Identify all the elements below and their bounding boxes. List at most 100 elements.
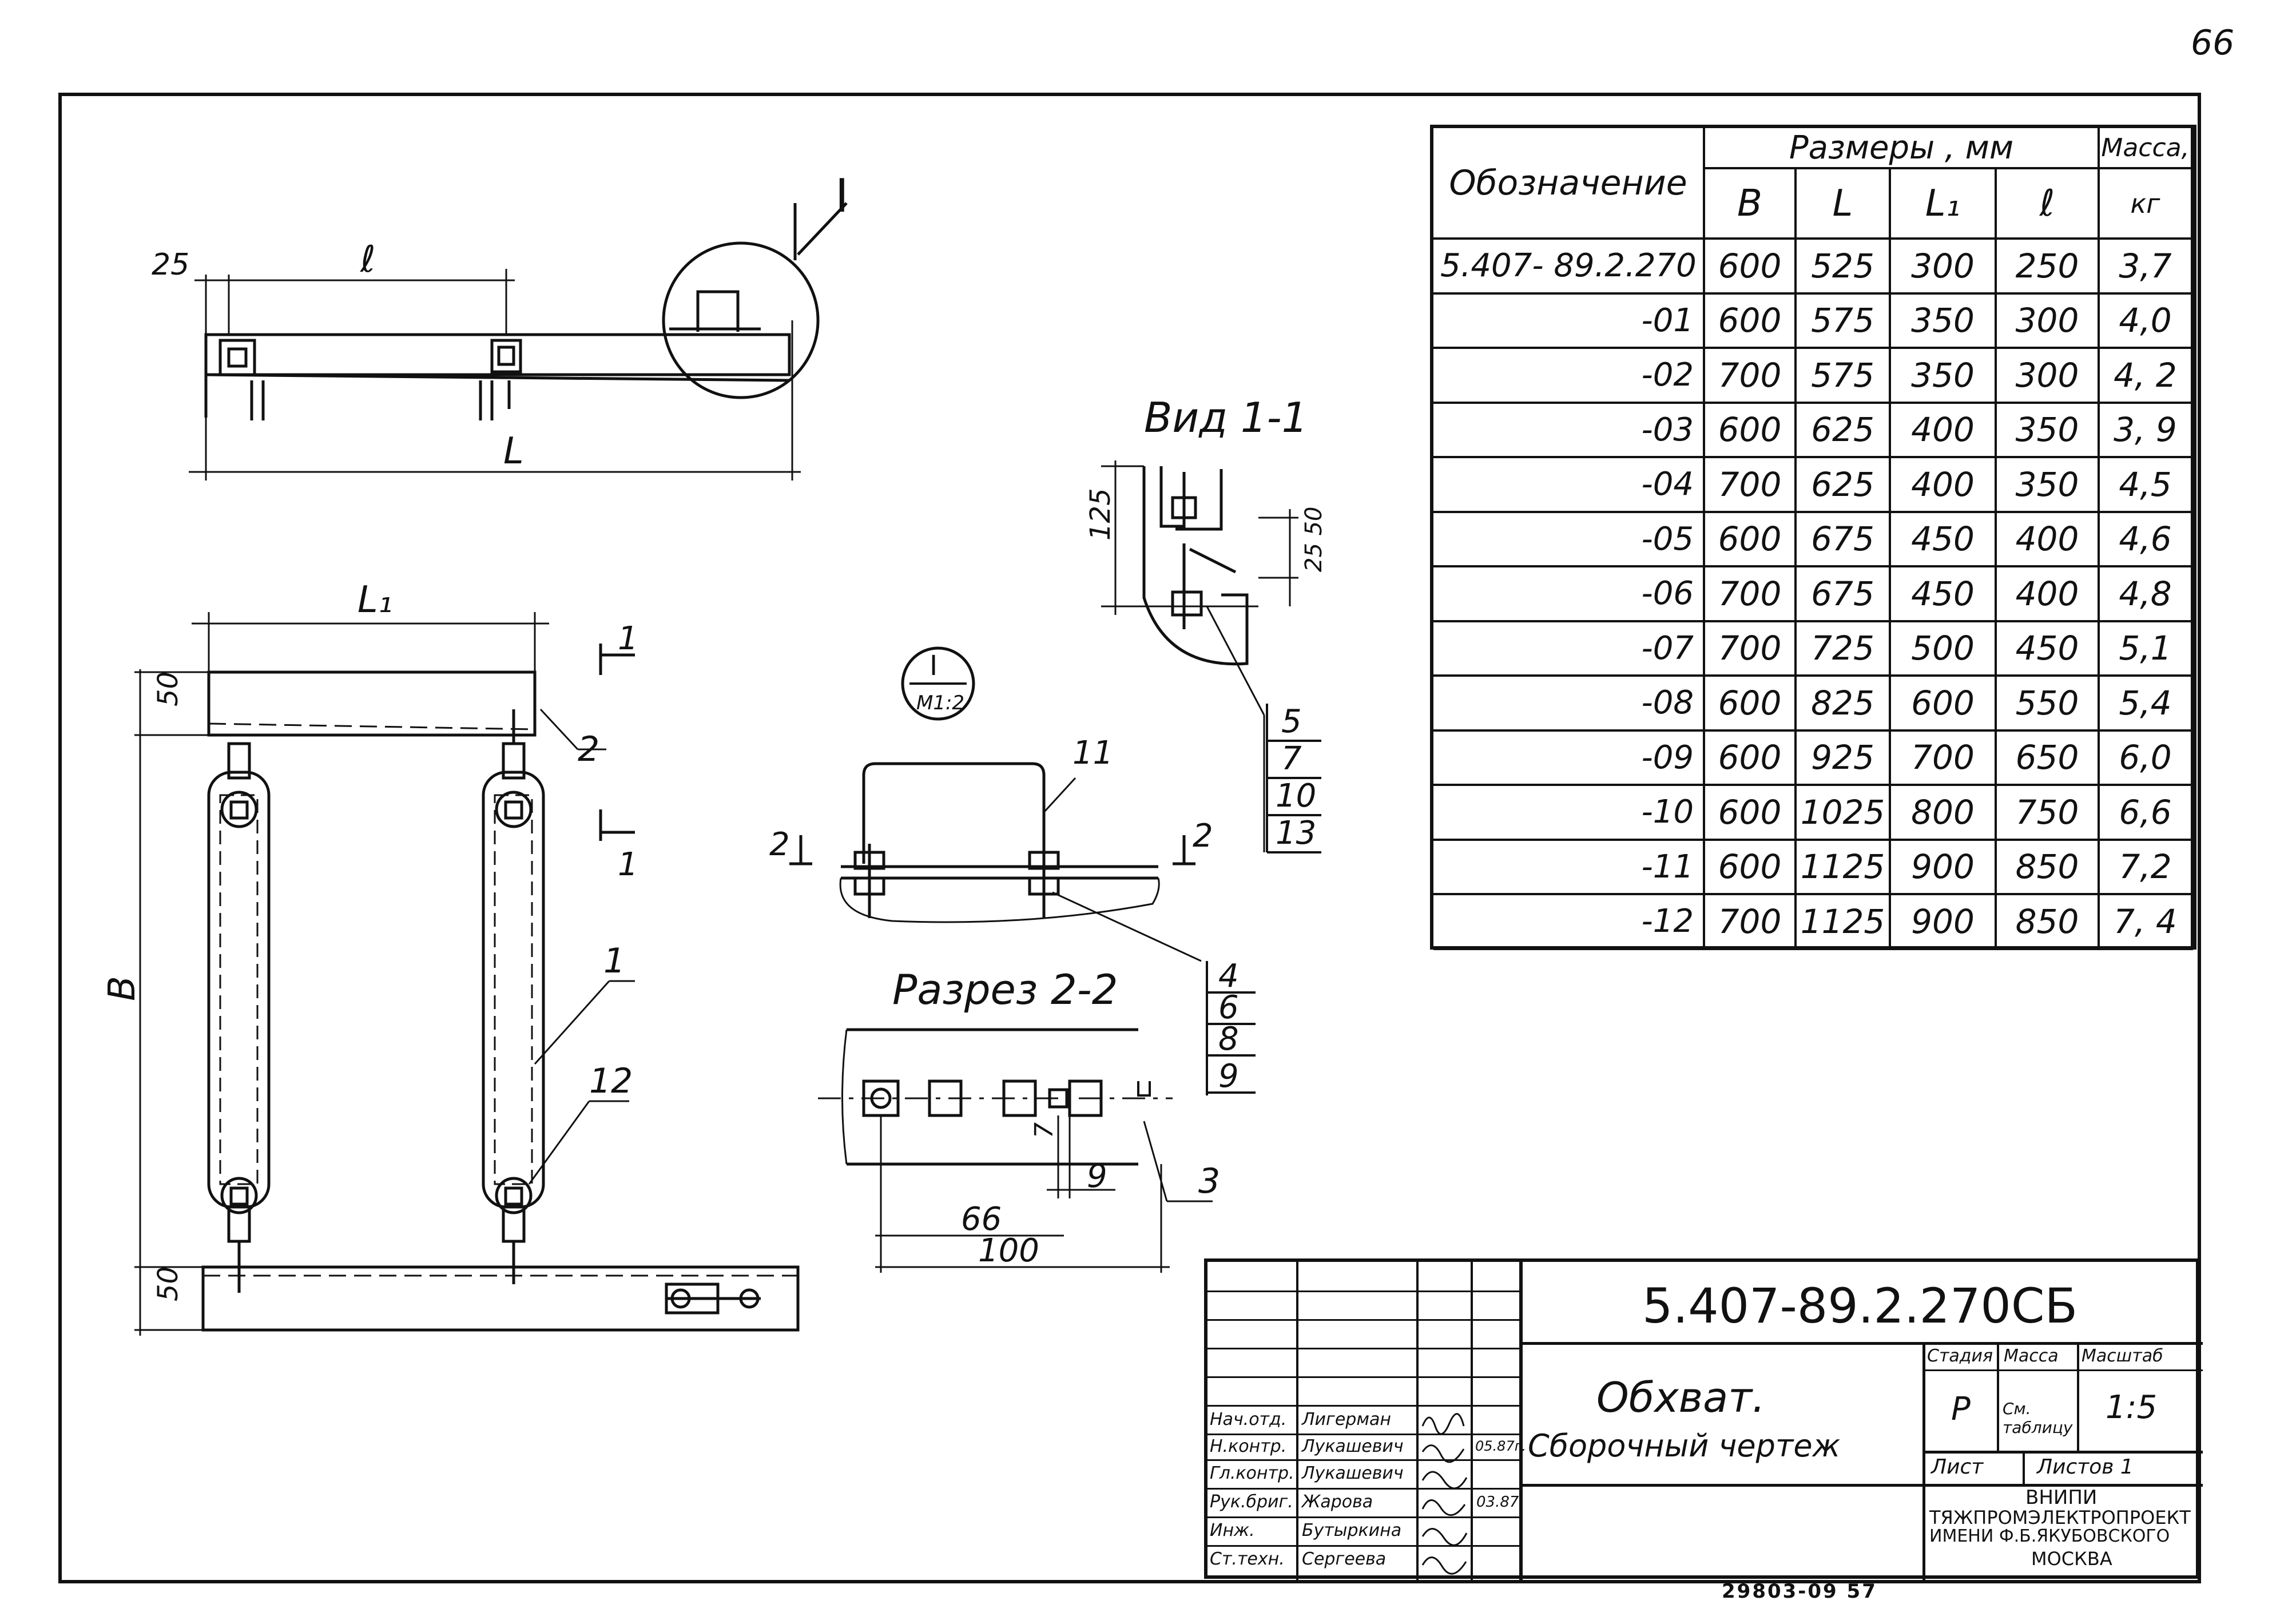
table-cell-mass: 4,0 <box>2100 294 2193 349</box>
table-row-designation: -03 <box>1433 403 1705 458</box>
org-line3: ИМЕНИ Ф.Б.ЯКУБОВСКОГО <box>1929 1526 2170 1546</box>
dim-9-label: 9 <box>1087 1158 1107 1195</box>
mass-label: Масса <box>2004 1346 2059 1366</box>
title-block: 5.407-89.2.270СБ Обхват. Сборочный черте… <box>1204 1258 2203 1582</box>
person-5-role: Ст.техн. <box>1210 1549 1285 1569</box>
table-cell-B: 600 <box>1705 840 1797 895</box>
table-cell-L1: 300 <box>1891 240 1997 295</box>
position-stack-b <box>1206 961 1256 1095</box>
person-1-date: 05.87г. <box>1475 1438 1526 1454</box>
person-3-date: 03.87 <box>1476 1494 1519 1511</box>
stack-a-item-1: 7 <box>1281 740 1302 777</box>
table-cell-L1: 600 <box>1891 677 1997 732</box>
table-cell-mass: 4,5 <box>2100 458 2193 513</box>
position-3-label: 3 <box>1198 1161 1220 1201</box>
table-cell-L1: 700 <box>1891 731 1997 786</box>
table-cell-l: 650 <box>1997 731 2100 786</box>
table-row-designation: -02 <box>1433 349 1705 404</box>
org-line1: ВНИПИ <box>2025 1486 2098 1509</box>
table-cell-L: 575 <box>1797 294 1891 349</box>
person-0-name: Лигерман <box>1302 1409 1391 1430</box>
table-cell-B: 600 <box>1705 403 1797 458</box>
header-col-B: B <box>1705 169 1797 240</box>
person-3-name: Жарова <box>1302 1492 1373 1512</box>
signatures <box>1421 1413 1468 1575</box>
detail-callout-circle <box>662 241 820 399</box>
table-cell-L1: 450 <box>1891 567 1997 622</box>
section-marker-1-bottom: 1 <box>618 846 638 883</box>
stack-a-item-2: 10 <box>1276 777 1316 815</box>
table-row-designation: -07 <box>1433 622 1705 677</box>
table-cell-B: 700 <box>1705 622 1797 677</box>
stack-b-item-3: 9 <box>1218 1058 1239 1095</box>
position-2-label: 2 <box>578 729 599 769</box>
table-row-designation: -11 <box>1433 840 1705 895</box>
table-cell-mass: 7,2 <box>2100 840 2193 895</box>
table-cell-l: 300 <box>1997 294 2100 349</box>
header-col-l: ℓ <box>1997 169 2100 240</box>
person-1-name: Лукашевич <box>1302 1436 1404 1456</box>
person-0-role: Нач.отд. <box>1210 1409 1287 1430</box>
person-1-role: Н.контр. <box>1210 1436 1287 1456</box>
position-stack-a <box>1266 704 1321 853</box>
table-cell-l: 400 <box>1997 513 2100 567</box>
position-11-label: 11 <box>1072 734 1113 772</box>
person-3-role: Рук.бриг. <box>1210 1492 1293 1512</box>
table-cell-l: 350 <box>1997 403 2100 458</box>
table-cell-L: 675 <box>1797 567 1891 622</box>
detail-I-badge-label: I <box>929 650 938 682</box>
table-cell-B: 700 <box>1705 349 1797 404</box>
table-cell-mass: 3,7 <box>2100 240 2193 295</box>
table-cell-L1: 800 <box>1891 786 1997 841</box>
dim-L1-label: L₁ <box>357 579 392 621</box>
stack-b-item-2: 8 <box>1218 1021 1239 1058</box>
document-code: 5.407-89.2.270СБ <box>1642 1278 2078 1334</box>
page-number: 66 <box>2191 23 2235 63</box>
stack-a-item-3: 13 <box>1276 815 1316 852</box>
stack-b-item-0: 4 <box>1218 958 1239 995</box>
table-row-designation: -12 <box>1433 895 1705 950</box>
table-cell-L: 1025 <box>1797 786 1891 841</box>
sheets-label: Листов 1 <box>2037 1455 2134 1479</box>
front-view <box>134 612 800 1336</box>
table-row-designation: -04 <box>1433 458 1705 513</box>
table-row-designation: 5.407- 89.2.270 <box>1433 240 1705 295</box>
stack-a-item-0: 5 <box>1281 703 1302 740</box>
table-cell-L1: 400 <box>1891 403 1997 458</box>
dim-125-label: 125 <box>1085 488 1117 541</box>
table-cell-L: 725 <box>1797 622 1891 677</box>
scale-label: Масштаб <box>2082 1346 2163 1366</box>
table-cell-mass: 7, 4 <box>2100 895 2193 950</box>
document-name-line1: Обхват. <box>1596 1373 1766 1422</box>
table-cell-l: 850 <box>1997 895 2100 950</box>
dim-50-top-label: 50 <box>152 672 184 706</box>
table-cell-B: 600 <box>1705 513 1797 567</box>
header-designation: Обозначение <box>1433 128 1705 240</box>
table-cell-mass: 5,4 <box>2100 677 2193 732</box>
position-1-label: 1 <box>603 941 625 981</box>
table-row-designation: -05 <box>1433 513 1705 567</box>
table-cell-L: 1125 <box>1797 895 1891 950</box>
table-cell-L1: 350 <box>1891 349 1997 404</box>
person-2-name: Лукашевич <box>1302 1463 1404 1483</box>
table-cell-L: 525 <box>1797 240 1891 295</box>
table-cell-B: 600 <box>1705 786 1797 841</box>
dim-B-label: B <box>101 976 144 1001</box>
table-cell-L: 1125 <box>1797 840 1891 895</box>
table-cell-l: 350 <box>1997 458 2100 513</box>
table-row-designation: -08 <box>1433 677 1705 732</box>
table-cell-l: 850 <box>1997 840 2100 895</box>
stack-b-item-1: 6 <box>1218 989 1239 1026</box>
dim-7-label: 7 <box>1030 1122 1059 1138</box>
view-1-1 <box>1101 460 1298 852</box>
table-cell-L: 625 <box>1797 458 1891 513</box>
section-2-2 <box>818 1028 1213 1273</box>
table-cell-L1: 450 <box>1891 513 1997 567</box>
table-cell-l: 550 <box>1997 677 2100 732</box>
table-cell-mass: 4,8 <box>2100 567 2193 622</box>
table-cell-l: 300 <box>1997 349 2100 404</box>
position-12-label: 12 <box>589 1061 633 1101</box>
header-sizes: Размеры , мм <box>1705 128 2100 169</box>
table-cell-L: 925 <box>1797 731 1891 786</box>
